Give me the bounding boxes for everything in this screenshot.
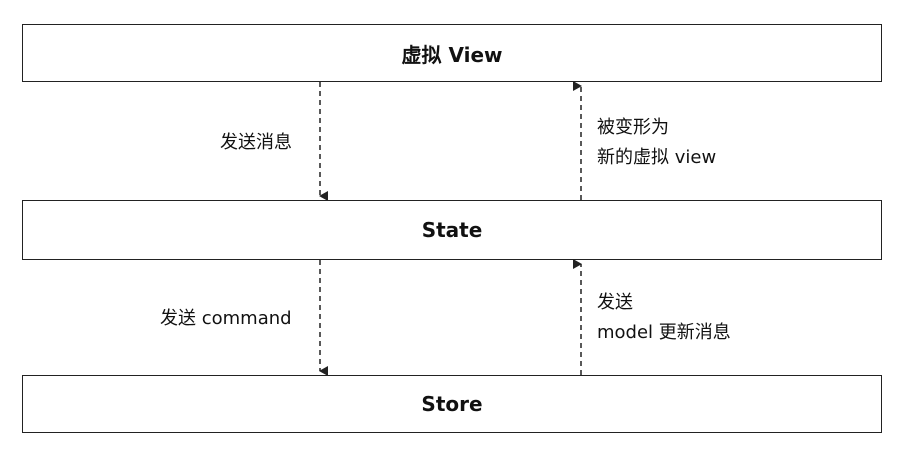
edge-label-send-command: 发送 command — [160, 304, 292, 334]
store-label: Store — [421, 392, 483, 416]
edge-label-send-command-text: 发送 command — [160, 308, 292, 329]
edge-label-transform-line-2: 新的虚拟 view — [597, 147, 717, 168]
state-label: State — [421, 218, 483, 242]
edge-label-send-message: 发送消息 — [220, 128, 292, 158]
state-box: State — [22, 200, 882, 260]
edge-label-send-message-text: 发送消息 — [220, 132, 292, 153]
virtual-view-box: 虚拟 View — [22, 24, 882, 82]
store-box: Store — [22, 375, 882, 433]
edge-label-send-update: 发送 model 更新消息 — [597, 288, 731, 348]
virtual-view-label: 虚拟 View — [401, 42, 503, 67]
edge-label-transform: 被变形为 新的虚拟 view — [597, 113, 716, 173]
edge-label-send-update-line-1: 发送 — [597, 292, 633, 313]
edge-label-send-update-line-2: model 更新消息 — [597, 322, 731, 343]
edge-label-transform-line-1: 被变形为 — [597, 117, 669, 138]
